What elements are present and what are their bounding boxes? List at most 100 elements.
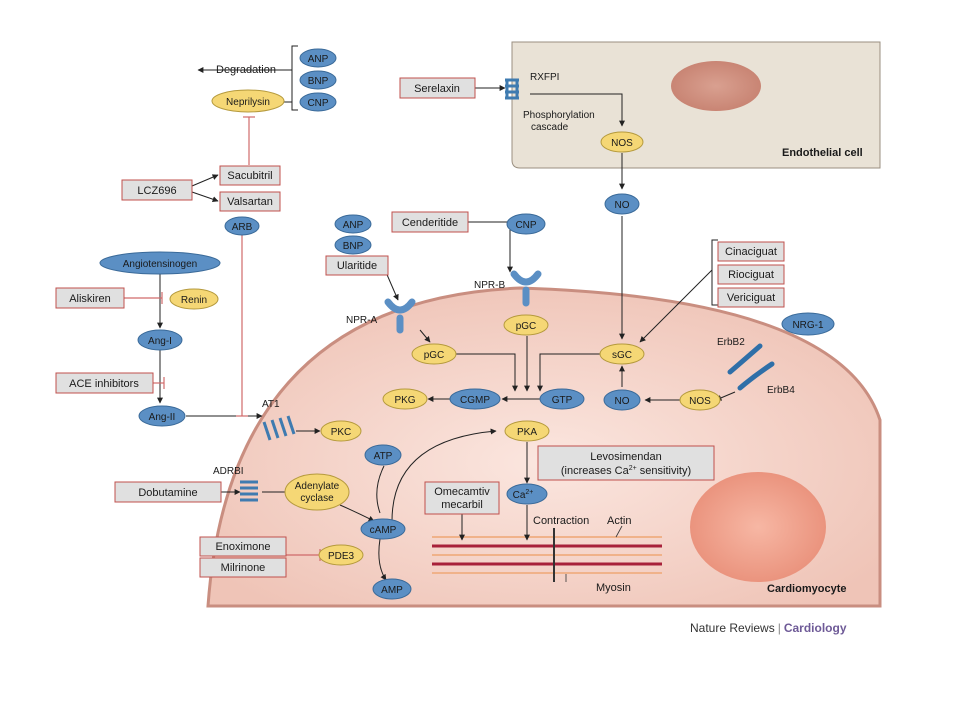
svg-text:PDE3: PDE3	[328, 551, 355, 562]
cardiomyocyte-label: Cardiomyocyte	[767, 583, 846, 595]
anp-mid-node: ANP	[334, 214, 372, 234]
camp-node: cAMP	[360, 518, 406, 540]
svg-text:PKA: PKA	[517, 427, 537, 438]
vericiguat-box: Vericiguat	[717, 287, 785, 308]
ace-inhibitors-box: ACE inhibitors	[55, 372, 154, 394]
svg-text:Milrinone: Milrinone	[221, 562, 266, 574]
publisher-credit: Nature Reviews|Cardiology	[690, 621, 847, 635]
angiotensinogen-node: Angiotensinogen	[99, 251, 221, 275]
svg-text:CNP: CNP	[307, 98, 328, 109]
sacubitril-box: Sacubitril	[219, 165, 281, 186]
ularitide-box: Ularitide	[325, 255, 389, 276]
publisher-name: Nature Reviews	[690, 621, 775, 635]
svg-text:NOS: NOS	[689, 396, 711, 407]
svg-text:ACE inhibitors: ACE inhibitors	[69, 378, 139, 390]
actin-label: Actin	[607, 515, 631, 527]
atp-node: ATP	[364, 444, 402, 466]
svg-text:Valsartan: Valsartan	[227, 196, 273, 208]
npr-b-receptor	[510, 270, 542, 307]
bnp-mid-node: BNP	[334, 235, 372, 255]
svg-text:pGC: pGC	[424, 350, 445, 361]
erbb2-label: ErbB2	[717, 337, 745, 348]
svg-text:Neprilysin: Neprilysin	[226, 97, 270, 108]
svg-text:BNP: BNP	[308, 76, 329, 87]
svg-text:CGMP: CGMP	[460, 395, 490, 406]
sgc-node: sGC	[599, 343, 645, 365]
svg-text:NRG-1: NRG-1	[792, 320, 824, 331]
svg-text:ARB: ARB	[232, 222, 253, 233]
pkc-node: PKC	[320, 420, 362, 442]
free-labels: Degradation RXFPI Phosphorylation cascad…	[213, 64, 795, 477]
svg-text:Dobutamine: Dobutamine	[138, 487, 197, 499]
at1-receptor	[262, 415, 296, 441]
lcz696-box: LCZ696	[121, 179, 193, 201]
pka-node: PKA	[504, 420, 550, 442]
endothelial-cell: Endothelial cell	[511, 41, 881, 169]
valsartan-box: Valsartan	[219, 191, 281, 212]
contraction-label: Contraction	[533, 515, 589, 527]
neprilysin-node: Neprilysin	[211, 89, 285, 113]
npr-a-receptor	[384, 298, 416, 334]
nos-cardiomyocyte-node: NOS	[679, 389, 721, 411]
milrinone-box: Milrinone	[199, 557, 287, 578]
pde3-node: PDE3	[318, 544, 364, 566]
svg-text:Levosimendan: Levosimendan	[590, 451, 662, 463]
rxfp1-label: RXFPI	[530, 72, 559, 83]
levosimendan-box: Levosimendan (increases Ca2+ sensitivity)	[537, 445, 715, 481]
cnp-top-node: CNP	[299, 92, 337, 112]
credit-separator: |	[777, 621, 781, 635]
svg-text:Riociguat: Riociguat	[728, 269, 774, 281]
svg-text:NOS: NOS	[611, 138, 633, 149]
sarcomere: Contraction Actin Myosin	[432, 515, 662, 594]
amp-node: AMP	[372, 578, 412, 600]
endothelial-nucleus	[671, 61, 761, 111]
svg-text:CNP: CNP	[515, 220, 536, 231]
ang1-node: Ang-I	[137, 329, 183, 351]
svg-text:Aliskiren: Aliskiren	[69, 293, 111, 305]
svg-text:(increases Ca2+ sensitivity): (increases Ca2+ sensitivity)	[561, 465, 691, 477]
npr-b-label: NPR-B	[474, 280, 505, 291]
svg-text:Renin: Renin	[181, 295, 207, 306]
bnp-top-node: BNP	[299, 70, 337, 90]
enoximone-box: Enoximone	[199, 536, 287, 557]
nos-endothelial-node: NOS	[600, 131, 644, 153]
rxfp1-receptor	[505, 78, 519, 100]
endothelial-cell-label: Endothelial cell	[782, 147, 863, 159]
journal-name: Cardiology	[783, 621, 847, 635]
phosphorylation-label: Phosphorylation	[523, 110, 595, 121]
nrg1-node: NRG-1	[781, 312, 835, 336]
svg-text:Serelaxin: Serelaxin	[414, 83, 460, 95]
renin-node: Renin	[169, 288, 219, 310]
no-cardiomyocyte-node: NO	[603, 389, 641, 411]
svg-text:Angiotensinogen: Angiotensinogen	[123, 259, 198, 270]
svg-text:Cenderitide: Cenderitide	[402, 217, 458, 229]
no-endothelial-node: NO	[604, 193, 640, 215]
erbb4-label: ErbB4	[767, 385, 795, 396]
svg-text:LCZ696: LCZ696	[137, 185, 176, 197]
inhibitions	[124, 116, 321, 561]
svg-text:Ca2+: Ca2+	[513, 489, 534, 501]
at1-label: AT1	[262, 399, 280, 410]
calcium-node: Ca2+	[506, 483, 548, 505]
nodes: ANP BNP CNP Neprilysin ARB Angiotensinog…	[99, 48, 835, 600]
cnp-mid-node: CNP	[506, 213, 546, 235]
riociguat-box: Riociguat	[717, 264, 785, 285]
degradation-label: Degradation	[216, 64, 276, 76]
svg-text:AMP: AMP	[381, 585, 403, 596]
svg-text:Enoximone: Enoximone	[215, 541, 270, 553]
serelaxin-box: Serelaxin	[399, 77, 476, 99]
svg-text:cAMP: cAMP	[370, 525, 397, 536]
arb-node: ARB	[224, 216, 260, 236]
svg-text:Adenylate: Adenylate	[295, 481, 340, 492]
dobutamine-box: Dobutamine	[114, 481, 222, 503]
svg-text:mecarbil: mecarbil	[441, 499, 483, 511]
svg-text:Ang-I: Ang-I	[148, 336, 172, 347]
svg-text:Ang-II: Ang-II	[149, 412, 176, 423]
svg-text:PKC: PKC	[331, 427, 352, 438]
drug-boxes: Serelaxin LCZ696 Sacubitril Valsartan Al…	[55, 77, 785, 578]
svg-text:NO: NO	[615, 396, 630, 407]
svg-text:sGC: sGC	[612, 350, 632, 361]
svg-text:cyclase: cyclase	[300, 493, 334, 504]
